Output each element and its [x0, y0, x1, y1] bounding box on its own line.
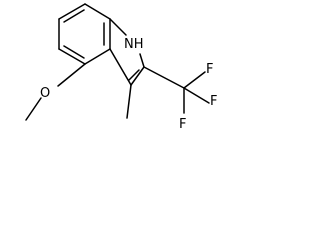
- benzene-ring: [58, 3, 111, 65]
- bond-c3a-c4: [84, 48, 111, 65]
- bond-c7a-n1: [109, 18, 127, 36]
- fluorine-bottom-label: F: [179, 117, 186, 132]
- pyrrole-ring: [109, 18, 145, 86]
- bond-c2-c3: [130, 66, 145, 86]
- bond-c6-c7: [58, 3, 86, 20]
- bond-c4-o: [57, 63, 86, 87]
- atom-labels: NH O F F F: [40, 37, 217, 132]
- bond-cf3-f-top: [183, 71, 206, 89]
- bond-o-methyl: [25, 97, 42, 121]
- double-bond-c4-c5: [63, 45, 85, 59]
- bond-c3-methyl: [126, 84, 132, 119]
- bond-c4-c5: [58, 48, 86, 65]
- double-bond-c6-c7: [63, 9, 85, 23]
- bond-n1-c2: [139, 53, 145, 68]
- indole-structure-diagram: NH O F F F: [25, 3, 217, 132]
- methoxy-oxygen-label: O: [40, 86, 50, 101]
- double-bond-c2-c3: [128, 69, 140, 81]
- nh-label: NH: [124, 37, 144, 52]
- substituents: [25, 63, 210, 121]
- fluorine-top-label: F: [206, 62, 213, 77]
- bond-c7-c7a: [84, 3, 111, 20]
- fluorine-right-label: F: [210, 94, 217, 109]
- bond-cf3-f-right: [183, 87, 210, 104]
- bond-c3-c3a: [109, 48, 132, 86]
- bond-c2-cf3: [143, 66, 185, 89]
